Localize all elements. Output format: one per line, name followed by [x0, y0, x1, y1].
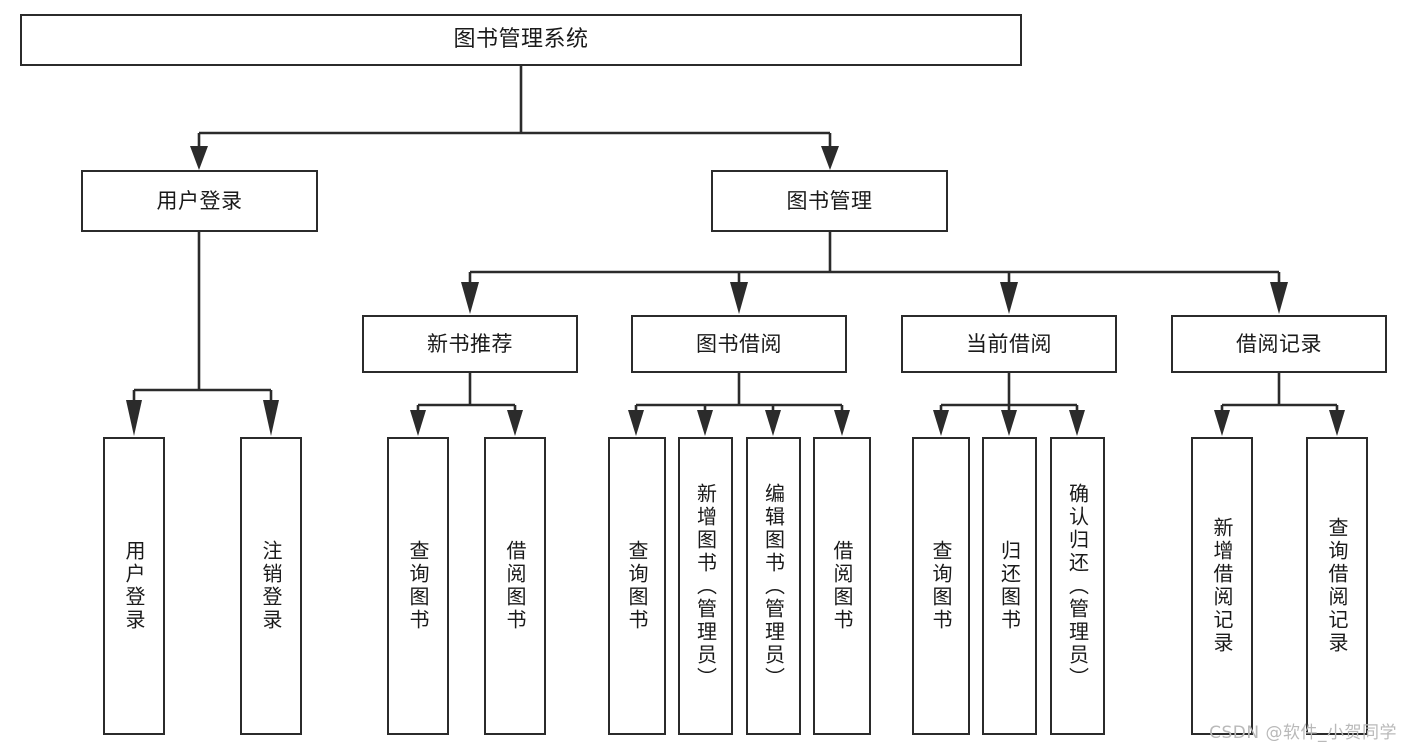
node-label: 图书借阅	[696, 331, 782, 356]
node-label: 查询图书	[625, 540, 649, 632]
leaf-current-borrow-query[interactable]: 查询图书	[912, 437, 970, 735]
arrowhead-br-1	[1214, 410, 1230, 436]
leaf-current-borrow-confirm-return[interactable]: 确认归还（管理员）	[1050, 437, 1105, 735]
arrowhead-nb-1	[410, 410, 426, 436]
leaf-borrow-record-query[interactable]: 查询借阅记录	[1306, 437, 1368, 735]
leaf-book-borrow-edit[interactable]: 编辑图书（管理员）	[746, 437, 801, 735]
leaf-book-borrow-add[interactable]: 新增图书（管理员）	[678, 437, 733, 735]
arrowhead-br-2	[1329, 410, 1345, 436]
arrowhead-bb-2	[697, 410, 713, 436]
node-label: 借阅图书	[830, 540, 854, 632]
arrowhead-bb-4	[834, 410, 850, 436]
arrowhead-l3-1	[461, 282, 479, 314]
node-label: 编辑图书（管理员）	[761, 482, 786, 690]
arrowhead-cb-1	[933, 410, 949, 436]
node-label: 查询图书	[406, 540, 430, 632]
node-label: 查询借阅记录	[1325, 517, 1349, 655]
arrowhead-cb-2	[1001, 410, 1017, 436]
node-label: 借阅图书	[503, 540, 527, 632]
leaf-new-book-query[interactable]: 查询图书	[387, 437, 449, 735]
node-label: 新书推荐	[427, 331, 513, 356]
node-label: 用户登录	[156, 188, 243, 213]
node-label: 当前借阅	[966, 331, 1052, 356]
leaf-new-book-borrow[interactable]: 借阅图书	[484, 437, 546, 735]
arrowhead-bb-1	[628, 410, 644, 436]
node-new-book-recommend[interactable]: 新书推荐	[362, 315, 578, 373]
arrowhead-l3-2	[730, 282, 748, 314]
node-user-login[interactable]: 用户登录	[81, 170, 318, 232]
node-label: 借阅记录	[1236, 331, 1322, 356]
node-borrow-record[interactable]: 借阅记录	[1171, 315, 1387, 373]
arrowhead-l3-3	[1000, 282, 1018, 314]
leaf-current-borrow-return[interactable]: 归还图书	[982, 437, 1037, 735]
arrowhead-nb-2	[507, 410, 523, 436]
node-current-borrow[interactable]: 当前借阅	[901, 315, 1117, 373]
watermark: CSDN @软件_小贺同学	[1209, 723, 1397, 743]
leaf-borrow-record-add[interactable]: 新增借阅记录	[1191, 437, 1253, 735]
node-label: 新增图书（管理员）	[693, 482, 718, 690]
node-label: 注销登录	[259, 540, 283, 632]
leaf-book-borrow-borrow[interactable]: 借阅图书	[813, 437, 871, 735]
arrowhead-ul-1	[126, 400, 142, 436]
leaf-book-borrow-query[interactable]: 查询图书	[608, 437, 666, 735]
arrowhead-user-login	[190, 146, 208, 170]
node-book-management[interactable]: 图书管理	[711, 170, 948, 232]
node-label: 图书管理系统	[453, 27, 589, 53]
node-label: 用户登录	[122, 540, 146, 632]
node-root-book-management-system[interactable]: 图书管理系统	[20, 14, 1022, 66]
arrowhead-bb-3	[765, 410, 781, 436]
node-label: 新增借阅记录	[1210, 517, 1234, 655]
node-label: 确认归还（管理员）	[1065, 482, 1090, 690]
arrowhead-ul-2	[263, 400, 279, 436]
arrowhead-cb-3	[1069, 410, 1085, 436]
node-label: 归还图书	[997, 540, 1022, 632]
arrowhead-book-manage	[821, 146, 839, 170]
node-label: 图书管理	[786, 188, 873, 213]
node-label: 查询图书	[929, 540, 953, 632]
leaf-user-login-login[interactable]: 用户登录	[103, 437, 165, 735]
node-book-borrow[interactable]: 图书借阅	[631, 315, 847, 373]
arrowhead-l3-4	[1270, 282, 1288, 314]
leaf-user-login-logout[interactable]: 注销登录	[240, 437, 302, 735]
